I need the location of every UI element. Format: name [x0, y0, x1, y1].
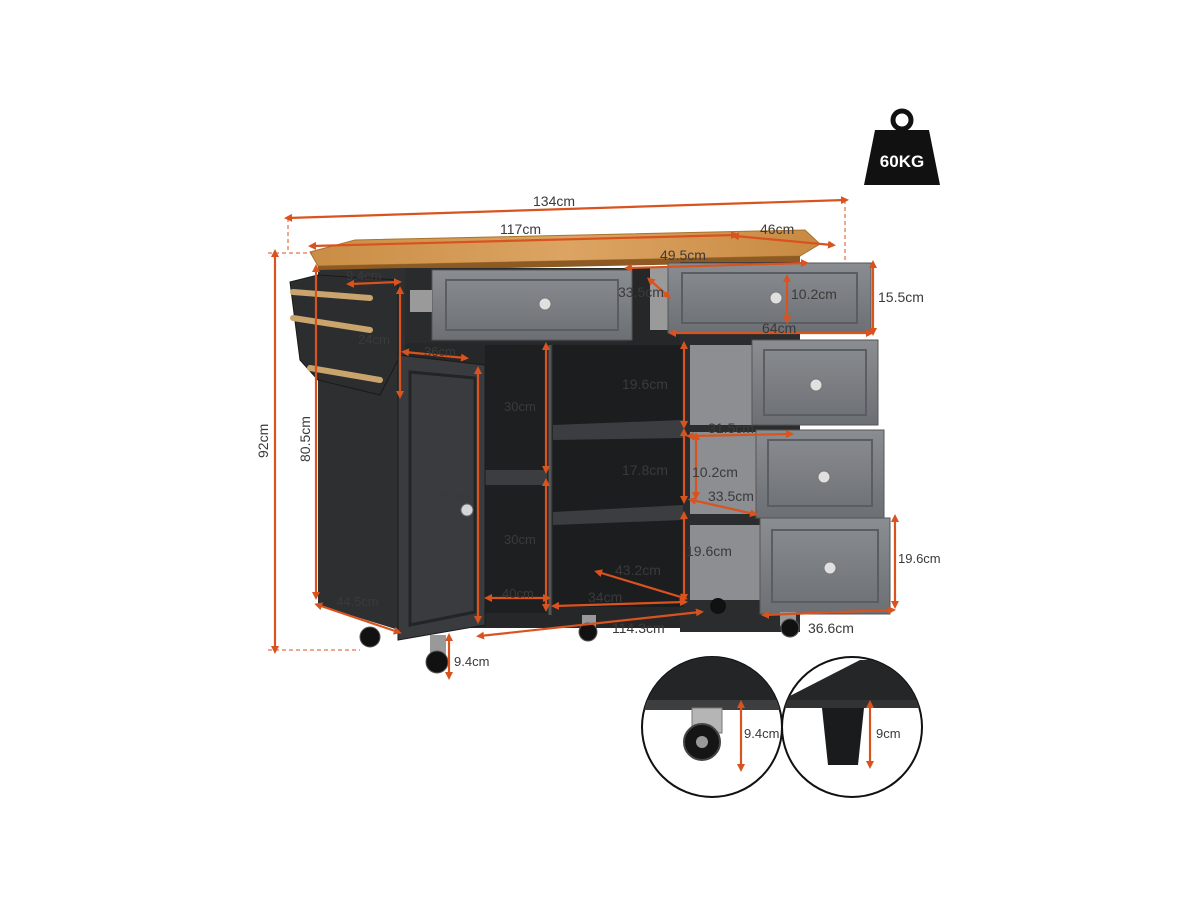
label-open-shelf-gap-1: 19.6cm	[622, 376, 668, 392]
wheel-inset	[641, 656, 783, 798]
label-wheel-height: 9.4cm	[454, 654, 490, 669]
label-drawer-top-width: 49.5cm	[660, 247, 706, 263]
label-shelf-depth: 40cm	[502, 586, 534, 601]
label-overall-width: 134cm	[533, 193, 576, 209]
label-spice-rack-height: 24cm	[358, 332, 390, 347]
label-drawer-inner-depth: 33.5cm	[708, 488, 754, 504]
label-side-depth-bottom: 44.5cm	[336, 594, 379, 609]
weight-icon: 60KG	[864, 108, 940, 185]
leg-inset	[781, 656, 923, 798]
label-inset-leg-height: 9cm	[876, 726, 901, 741]
label-drawer-width: 64cm	[762, 320, 797, 336]
label-drawer-inner-width: 31.5cm	[708, 420, 754, 436]
label-cabinet-depth: 36cm	[424, 344, 456, 359]
label-bottom-drawer-width: 36.6cm	[808, 620, 854, 636]
dimension-guides	[268, 200, 846, 651]
label-drawer-depth-inner: 33.5cm	[618, 284, 664, 300]
label-bottom-drawer-height: 19.6cm	[898, 551, 941, 566]
label-shelf-front-width: 34cm	[588, 589, 623, 605]
weight-label: 60KG	[880, 152, 924, 171]
label-shelf-height-bottom: 30cm	[504, 532, 536, 547]
label-drawer-front-height: 10.2cm	[791, 286, 837, 302]
top-left-drawer	[405, 268, 633, 343]
open-cabinet-door	[397, 354, 486, 641]
label-open-shelf-gap-3: 19.6cm	[686, 543, 732, 559]
label-drawer-inner-height: 10.2cm	[692, 464, 738, 480]
label-side-depth-top: 46cm	[760, 221, 795, 237]
label-inset-wheel-height: 9.4cm	[744, 726, 780, 741]
top-right-drawer	[650, 262, 872, 334]
label-body-height: 80.5cm	[297, 416, 313, 462]
label-drawer-outer-height: 15.5cm	[878, 289, 924, 305]
label-door-height: 60cm	[440, 488, 472, 503]
label-base-width: 114.3cm	[612, 620, 665, 636]
label-overall-height: 92cm	[255, 423, 271, 458]
label-spice-rack-width: 9.4cm	[346, 268, 382, 283]
label-shelf-height-top: 30cm	[504, 399, 536, 414]
dimension-lines	[271, 196, 899, 680]
label-open-shelf-gap-2: 17.8cm	[622, 462, 668, 478]
label-top-width: 117cm	[500, 221, 541, 237]
label-shelf-width: 43.2cm	[615, 562, 661, 578]
